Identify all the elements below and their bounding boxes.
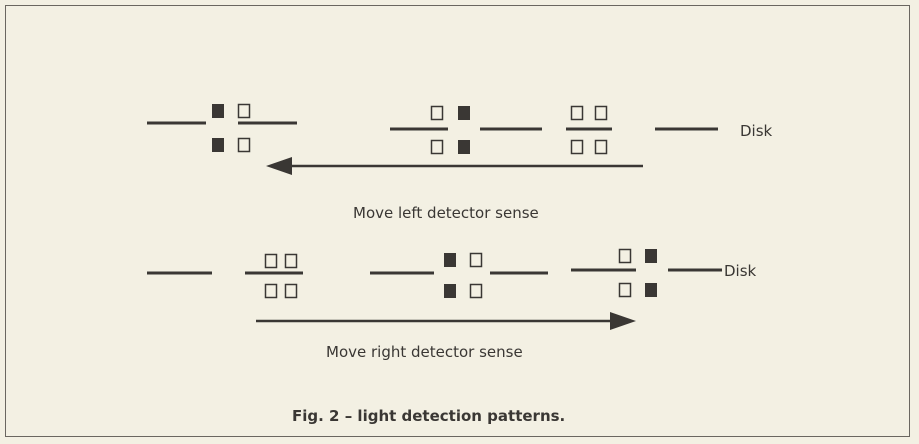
detector-cell-empty (469, 283, 483, 299)
detector-cell-filled (645, 283, 657, 297)
disk-label: Disk (740, 122, 773, 140)
detector-cell-empty (284, 283, 298, 299)
detector-state-3 (570, 105, 608, 155)
detector-cell-empty (570, 139, 584, 155)
detector-state-2 (430, 105, 470, 155)
move-left-label: Move left detector sense (353, 204, 539, 222)
detector-cell-filled (645, 249, 657, 263)
move-right-sequence: Disk Move right detector sense (147, 248, 757, 361)
detector-cell-empty (430, 105, 444, 121)
detector-cell-filled (458, 140, 470, 154)
detector-cell-filled (444, 284, 456, 298)
detector-cell-empty (618, 282, 632, 298)
detector-cell-filled (444, 253, 456, 267)
move-right-arrowhead (610, 312, 636, 330)
figure-frame (5, 5, 910, 437)
detector-state-2 (444, 252, 483, 299)
detector-cell-empty (618, 248, 632, 264)
detector-cell-empty (594, 139, 608, 155)
disk-label: Disk (724, 262, 757, 280)
detector-cell-empty (264, 283, 278, 299)
detector-cell-empty (264, 253, 278, 269)
detector-cell-filled (212, 138, 224, 152)
detector-cell-empty (237, 137, 251, 153)
detector-cell-filled (212, 104, 224, 118)
move-left-arrowhead (266, 157, 292, 175)
move-left-sequence: Disk Move left detector sense (147, 103, 773, 222)
detector-cell-empty (430, 139, 444, 155)
move-right-label: Move right detector sense (326, 343, 523, 361)
detector-state-1 (264, 253, 298, 299)
detector-cell-empty (469, 252, 483, 268)
figure-caption: Fig. 2 – light detection patterns. (292, 407, 565, 425)
detector-state-1 (212, 103, 251, 153)
detector-state-3 (618, 248, 657, 298)
detector-cell-empty (594, 105, 608, 121)
detector-cell-filled (458, 106, 470, 120)
detector-cell-empty (284, 253, 298, 269)
detector-cell-empty (570, 105, 584, 121)
detector-cell-empty (237, 103, 251, 119)
